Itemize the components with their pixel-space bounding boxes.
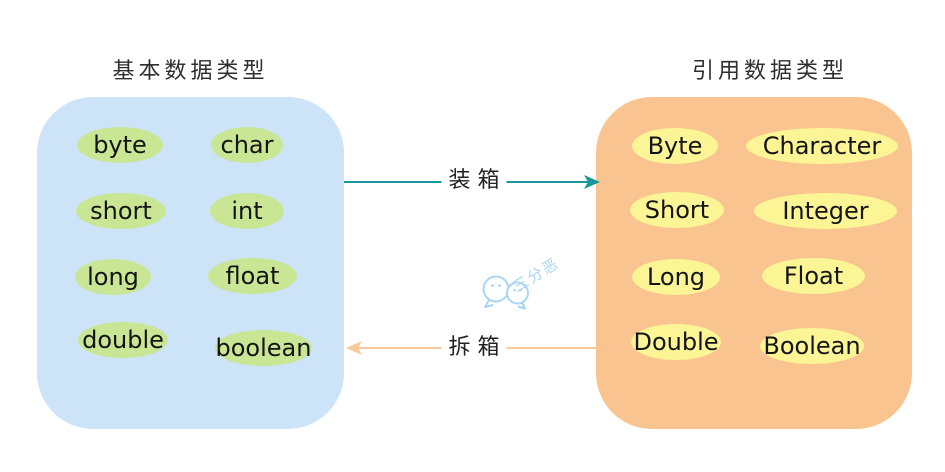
wrapper-pill-integer: Integer: [754, 193, 897, 229]
wrapper-pill-boolean: Boolean: [760, 328, 864, 364]
wrapper-pill-character: Character: [746, 128, 898, 164]
unboxing-arrow-label: 拆箱: [441, 335, 507, 361]
wrapper-pill-long: Long: [632, 259, 720, 295]
primitive-pill-float: float: [208, 258, 297, 294]
wrapper-pill-double: Double: [631, 324, 721, 360]
boxing-arrowhead-icon: [584, 175, 600, 189]
primitive-pill-double: double: [78, 322, 168, 358]
watermark-doodle-chat-faces-icon: [482, 275, 529, 310]
primitive-types-title: 基本数据类型: [112, 59, 269, 84]
wrapper-pill-short: Short: [630, 192, 724, 228]
primitive-pill-char: char: [211, 127, 283, 163]
primitive-pill-int: int: [210, 193, 284, 229]
boxing-arrow-label: 装箱: [441, 168, 507, 194]
wrapper-pill-float: Float: [762, 258, 865, 294]
reference-types-title: 引用数据类型: [691, 59, 848, 84]
unboxing-arrowhead-icon: [346, 341, 362, 355]
primitive-pill-short: short: [76, 193, 166, 229]
primitive-pill-long: long: [75, 259, 151, 295]
wrapper-pill-byte: Byte: [632, 128, 718, 164]
primitive-pill-boolean: boolean: [215, 330, 312, 366]
primitive-pill-byte: byte: [77, 127, 163, 163]
